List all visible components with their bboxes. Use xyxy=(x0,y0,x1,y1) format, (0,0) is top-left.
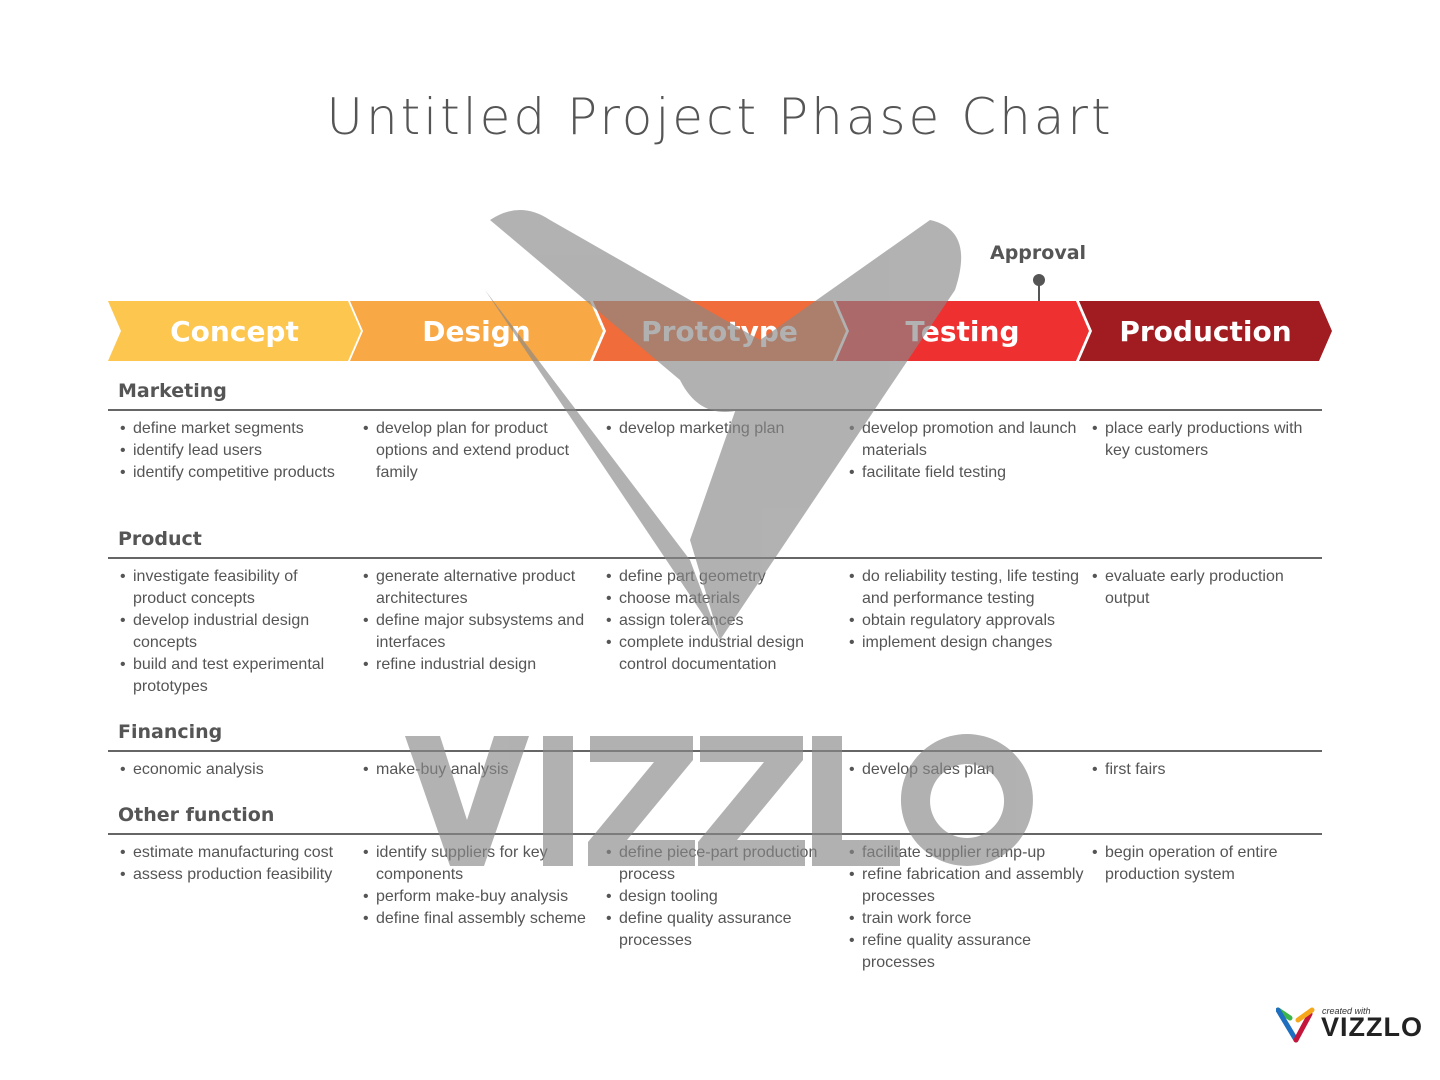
bullet-item: investigate feasibility of product conce… xyxy=(120,566,355,610)
section-cell: develop sales plan xyxy=(849,759,1084,781)
bullet-item: define part geometry xyxy=(606,566,841,588)
bullet-item: design tooling xyxy=(606,886,841,908)
section-heading: Product xyxy=(118,528,202,550)
bullet-item: implement design changes xyxy=(849,632,1084,654)
bullet-item: economic analysis xyxy=(120,759,355,781)
bullet-item: develop industrial design concepts xyxy=(120,610,355,654)
section-cell: define part geometrychoose materialsassi… xyxy=(606,566,841,676)
bullet-item: choose materials xyxy=(606,588,841,610)
bullet-item: perform make-buy analysis xyxy=(363,886,598,908)
section-cell: place early productions with key custome… xyxy=(1092,418,1327,462)
section-cell: begin operation of entire production sys… xyxy=(1092,842,1327,886)
bullet-item: begin operation of entire production sys… xyxy=(1092,842,1327,886)
bullet-item: complete industrial design control docum… xyxy=(606,632,841,676)
bullet-item: evaluate early production output xyxy=(1092,566,1327,610)
bullet-item: refine fabrication and assembly processe… xyxy=(849,864,1084,908)
section-cell: define piece-part production processdesi… xyxy=(606,842,841,952)
bullet-item: refine industrial design xyxy=(363,654,598,676)
section-cell: estimate manufacturing costassess produc… xyxy=(120,842,355,886)
bullet-item: do reliability testing, life testing and… xyxy=(849,566,1084,610)
bullet-item: assign tolerances xyxy=(606,610,841,632)
vizzlo-logo-icon xyxy=(1276,1007,1315,1043)
bullet-item: identify lead users xyxy=(120,440,355,462)
logo-created-with: created with xyxy=(1322,1006,1371,1016)
section-cell: investigate feasibility of product conce… xyxy=(120,566,355,698)
phase-label: Testing xyxy=(905,314,1020,348)
phase-design: Design xyxy=(350,301,603,361)
section-cell: facilitate supplier ramp-uprefine fabric… xyxy=(849,842,1084,974)
section-cell: identify suppliers for key componentsper… xyxy=(363,842,598,930)
bullet-item: refine quality assurance processes xyxy=(849,930,1084,974)
bullet-item: define quality assurance processes xyxy=(606,908,841,952)
section-heading: Financing xyxy=(118,721,223,743)
bullet-item: obtain regulatory approvals xyxy=(849,610,1084,632)
bullet-item: identify suppliers for key components xyxy=(363,842,598,886)
phase-prototype: Prototype xyxy=(593,301,846,361)
section-cell: make-buy analysis xyxy=(363,759,598,781)
bullet-item: make-buy analysis xyxy=(363,759,598,781)
section-cell: generate alternative product architectur… xyxy=(363,566,598,676)
bullet-item: develop sales plan xyxy=(849,759,1084,781)
phase-production: Production xyxy=(1079,301,1332,361)
section-cell: do reliability testing, life testing and… xyxy=(849,566,1084,654)
bullet-item: define final assembly scheme xyxy=(363,908,598,930)
section-heading: Other function xyxy=(118,804,275,826)
section-cell: develop marketing plan xyxy=(606,418,841,440)
bullet-item: build and test experimental prototypes xyxy=(120,654,355,698)
phase-testing: Testing xyxy=(836,301,1089,361)
phase-arrows: Concept Design Prototype Testing Production xyxy=(0,301,1440,361)
bullet-item: develop promotion and launch materials xyxy=(849,418,1084,462)
bullet-item: estimate manufacturing cost xyxy=(120,842,355,864)
bullet-item: facilitate supplier ramp-up xyxy=(849,842,1084,864)
bullet-item: develop marketing plan xyxy=(606,418,841,440)
logo-vizzlo: VIZZLO xyxy=(1321,1012,1423,1042)
section-divider xyxy=(108,409,1322,411)
section-cell: economic analysis xyxy=(120,759,355,781)
milestone-pin-stem xyxy=(1038,280,1040,301)
section-divider xyxy=(108,750,1322,752)
bullet-item: assess production feasibility xyxy=(120,864,355,886)
phase-label: Design xyxy=(422,314,531,348)
section-cell: develop promotion and launch materialsfa… xyxy=(849,418,1084,484)
section-cell: evaluate early production output xyxy=(1092,566,1327,610)
bullet-item: generate alternative product architectur… xyxy=(363,566,598,610)
bullet-item: first fairs xyxy=(1092,759,1327,781)
chart-title: Untitled Project Phase Chart xyxy=(326,88,1114,146)
bullet-item: develop plan for product options and ext… xyxy=(363,418,598,484)
bullet-item: define piece-part production process xyxy=(606,842,841,886)
bullet-item: define major subsystems and interfaces xyxy=(363,610,598,654)
section-cell: develop plan for product options and ext… xyxy=(363,418,598,484)
bullet-item: identify competitive products xyxy=(120,462,355,484)
section-heading: Marketing xyxy=(118,380,227,402)
section-divider xyxy=(108,833,1322,835)
section-cell: define market segmentsidentify lead user… xyxy=(120,418,355,484)
phase-label: Production xyxy=(1119,314,1292,348)
approval-milestone-label: Approval xyxy=(990,242,1087,264)
bullet-item: facilitate field testing xyxy=(849,462,1084,484)
phase-label: Concept xyxy=(170,314,299,348)
section-divider xyxy=(108,557,1322,559)
bullet-item: train work force xyxy=(849,908,1084,930)
bullet-item: define market segments xyxy=(120,418,355,440)
phase-concept: Concept xyxy=(108,301,361,361)
section-cell: first fairs xyxy=(1092,759,1327,781)
phase-label: Prototype xyxy=(641,314,798,348)
bullet-item: place early productions with key custome… xyxy=(1092,418,1327,462)
